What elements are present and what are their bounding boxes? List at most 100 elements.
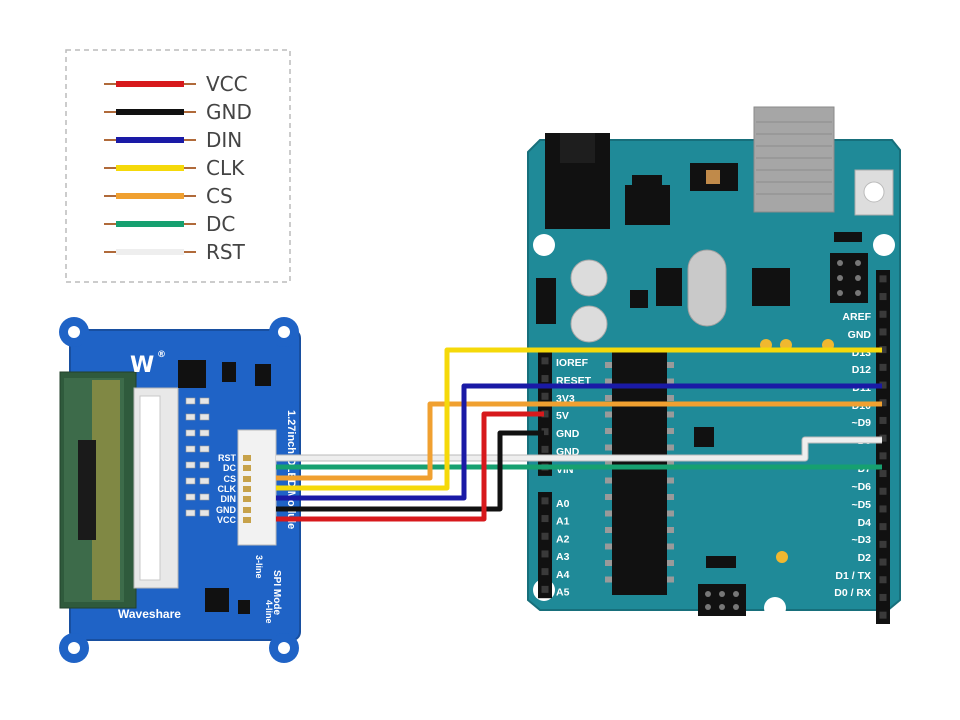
chip-pin	[605, 362, 612, 368]
header-socket	[879, 611, 887, 619]
analog-pin-label: A1	[556, 516, 570, 528]
header-socket	[541, 428, 549, 436]
regulator-tab	[632, 175, 662, 187]
module-transistor	[222, 362, 236, 382]
header-socket	[879, 293, 887, 301]
icsp-header	[830, 253, 868, 303]
wire-gnd	[276, 430, 544, 512]
power-pin-label: IOREF	[556, 357, 589, 369]
oled-flex	[92, 380, 120, 600]
header-socket	[879, 399, 887, 407]
header-socket	[879, 275, 887, 283]
analog-pin-label: A0	[556, 498, 570, 510]
reset-button-cap	[863, 181, 885, 203]
mounting-hole	[873, 234, 895, 256]
oled-driver	[78, 440, 96, 540]
chip-pin	[605, 527, 612, 533]
header-socket	[541, 532, 549, 540]
chip-pin	[667, 527, 674, 533]
digital-pin-label: D0 / RX	[834, 587, 871, 599]
digital-pin-label: ~D9	[851, 417, 871, 429]
passives	[185, 397, 210, 517]
usb-port	[753, 106, 835, 213]
chip-pin	[667, 576, 674, 583]
mounting-hole	[764, 597, 786, 619]
fpc-slot	[139, 395, 161, 581]
header-socket	[541, 497, 549, 505]
digital-pin-label: ~D3	[851, 534, 871, 546]
legend-box	[65, 49, 291, 283]
header-socket	[541, 515, 549, 523]
chip-pin	[667, 543, 674, 550]
header-socket	[541, 357, 549, 365]
chip-pin	[667, 477, 674, 484]
usb-ribs	[756, 121, 832, 195]
header-socket	[879, 523, 887, 531]
wire-din	[276, 383, 882, 501]
chip-pin	[605, 444, 612, 451]
legend-label-rst: RST	[206, 240, 246, 264]
header-socket	[541, 410, 549, 418]
digital-pin-label: D12	[852, 364, 871, 376]
four-line-label: 4-line	[264, 600, 274, 624]
chip-pin	[667, 362, 674, 368]
mounting-hole	[533, 234, 555, 256]
digital-pin-label: D1 / TX	[835, 570, 871, 582]
chip-pin	[605, 510, 612, 517]
analog-pin-label: A3	[556, 551, 570, 563]
header-socket	[879, 434, 887, 442]
module-chip	[178, 360, 206, 388]
registered-mark: ®	[157, 350, 166, 360]
header-socket	[541, 392, 549, 400]
header-socket	[879, 346, 887, 354]
header-socket	[541, 585, 549, 593]
header-socket	[879, 540, 887, 548]
power-pin-label: GND	[556, 428, 580, 440]
chip-pin	[605, 378, 612, 385]
module-pin-label: GND	[216, 505, 237, 515]
power-pin-label: 5V	[556, 410, 569, 422]
legend-label-gnd: GND	[206, 100, 252, 124]
voltage-regulator	[625, 185, 670, 225]
module-pin-contact	[243, 476, 251, 482]
chip-pin	[605, 494, 612, 500]
chip-pin	[667, 395, 674, 401]
smd-part	[706, 556, 736, 568]
header-strip	[538, 492, 552, 599]
chip-pin	[605, 543, 612, 550]
chip-pin	[667, 510, 674, 517]
three-line-label: 3-line	[254, 555, 264, 579]
wire-cs	[276, 401, 882, 481]
chip-pin	[605, 395, 612, 401]
brand-name: Waveshare	[118, 607, 181, 621]
legend-label-cs: CS	[206, 184, 233, 208]
header-socket	[879, 470, 887, 478]
mount-hole	[68, 642, 80, 654]
chip-pin	[667, 494, 674, 500]
header-socket	[879, 310, 887, 318]
header-socket	[541, 550, 549, 558]
legend-label-clk: CLK	[206, 156, 245, 180]
module-pin-label: DC	[223, 463, 236, 473]
module-chip-small	[205, 588, 229, 612]
spi-mode-label: SPI Mode	[271, 570, 282, 615]
wire-rst	[276, 437, 882, 461]
module-pin-contact	[243, 517, 251, 523]
diode	[536, 278, 556, 324]
chip-pin	[667, 411, 674, 418]
analog-pin-label: A5	[556, 587, 570, 599]
chip-pin	[667, 461, 674, 467]
module-pin-contact	[243, 455, 251, 461]
header-strip	[876, 270, 890, 624]
module-smd	[238, 600, 250, 614]
brand-logo: W	[130, 353, 154, 378]
chip-pin	[605, 428, 612, 434]
module-pin-contact	[243, 496, 251, 502]
legend-label-dc: DC	[206, 212, 235, 236]
digital-pin-label: GND	[848, 329, 872, 341]
digital-pin-label: ~D6	[851, 481, 871, 493]
smd-part	[834, 232, 862, 242]
header-socket	[879, 452, 887, 460]
digital-pin-label: ~D5	[851, 499, 871, 511]
